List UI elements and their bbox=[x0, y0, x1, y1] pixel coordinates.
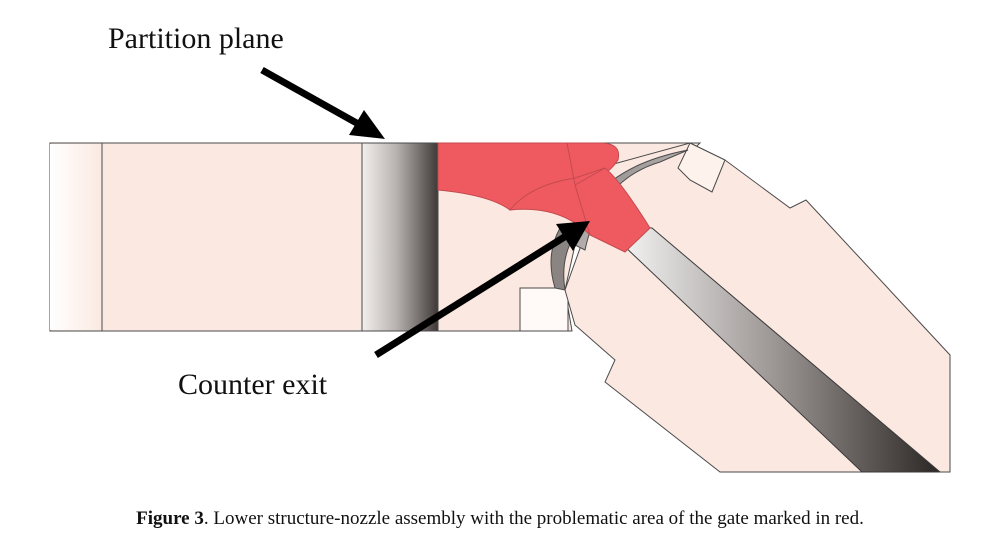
counter-exit-arrow-shaft bbox=[374, 233, 568, 358]
figure-caption: Figure 3. Lower structure-nozzle assembl… bbox=[0, 508, 1000, 530]
partition-bore bbox=[361, 142, 439, 332]
partition-arrow-shaft bbox=[260, 66, 364, 130]
counter-exit-arrow-head bbox=[556, 221, 590, 251]
partition-plane-label: Partition plane bbox=[108, 22, 284, 55]
gate-red-lines bbox=[566, 142, 606, 236]
counter-exit-label: Counter exit bbox=[178, 368, 328, 401]
left-fade-section bbox=[50, 144, 102, 330]
gate-red-channel bbox=[508, 167, 651, 253]
nozzle-step-top bbox=[677, 142, 726, 193]
caption-text: . Lower structure-nozzle assembly with t… bbox=[203, 508, 864, 529]
caption-figure-number: Figure 3 bbox=[136, 508, 204, 529]
gate-notch bbox=[519, 287, 569, 332]
partition-arrow-head bbox=[349, 110, 385, 139]
